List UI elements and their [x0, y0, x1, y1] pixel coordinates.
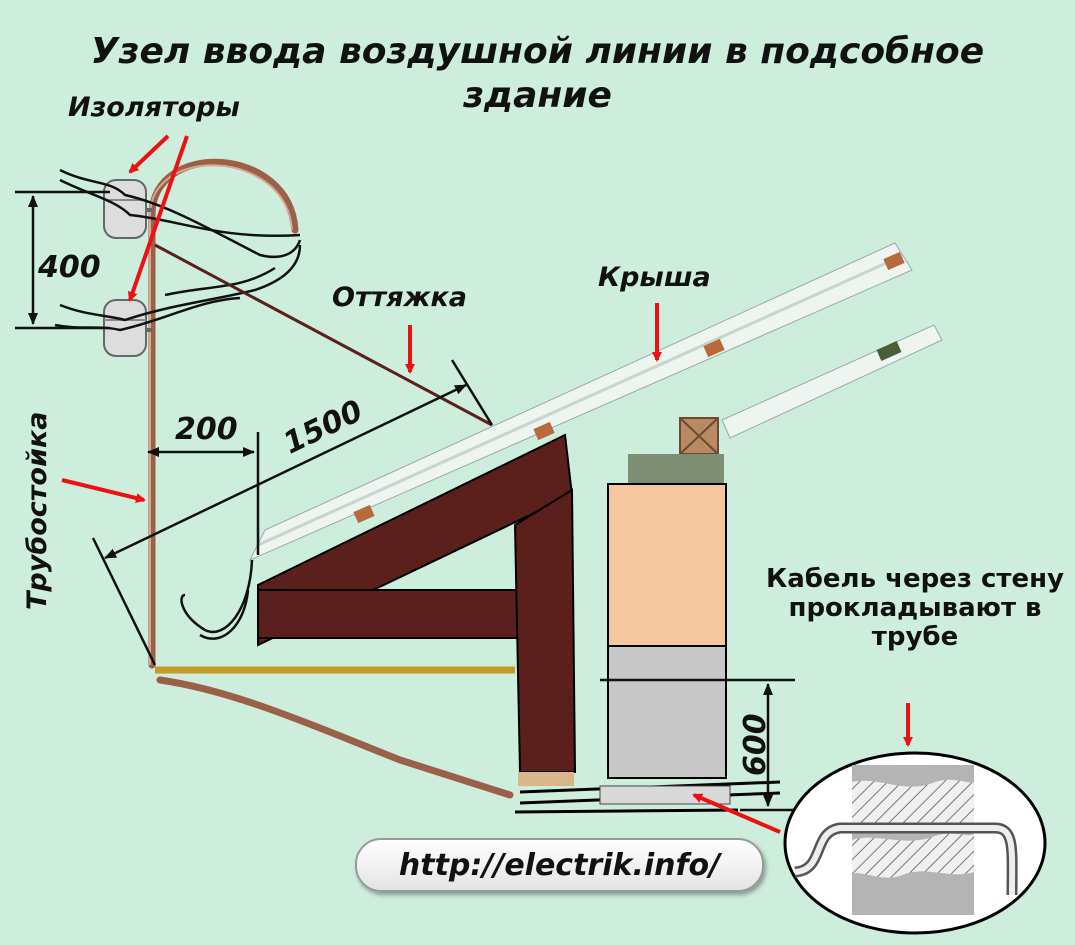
arrow-pipe-rack [61, 478, 146, 503]
dimension-600 [600, 678, 795, 812]
dim-label-400: 400 [38, 250, 101, 285]
pipe-rack [148, 158, 514, 799]
site-url-badge[interactable]: http://electrik.info/ [355, 838, 764, 892]
dim-label-200: 200 [175, 412, 238, 447]
rafter-frame [257, 433, 577, 786]
label-pipe-rack: Трубостойка [22, 411, 53, 610]
detail-inset [783, 751, 1047, 935]
pipe-highlight [149, 164, 293, 665]
label-guy-wire: Оттяжка [332, 282, 467, 313]
wall-top [628, 417, 724, 484]
pointer-arrows [61, 134, 913, 834]
title-line-1: Узел ввода воздушной линии в подсобное [90, 31, 985, 72]
building-wall [607, 483, 727, 779]
label-cable-note: Кабель через стену прокладывают в трубе [765, 564, 1065, 652]
arrow-wall-entry [692, 793, 781, 834]
dimension-1500 [91, 359, 494, 666]
wall-entry-pipe [514, 780, 781, 814]
arrow-insulator-lower [127, 135, 189, 302]
dimension-400 [15, 190, 110, 330]
drop-cable [180, 559, 254, 640]
label-roof: Крыша [598, 262, 711, 293]
title-line-2: здание [463, 75, 612, 116]
arrow-insulator-upper [128, 134, 170, 174]
label-insulators: Изоляторы [68, 92, 240, 123]
insulator-upper [103, 179, 152, 239]
dim-label-600: 600 [738, 713, 773, 776]
